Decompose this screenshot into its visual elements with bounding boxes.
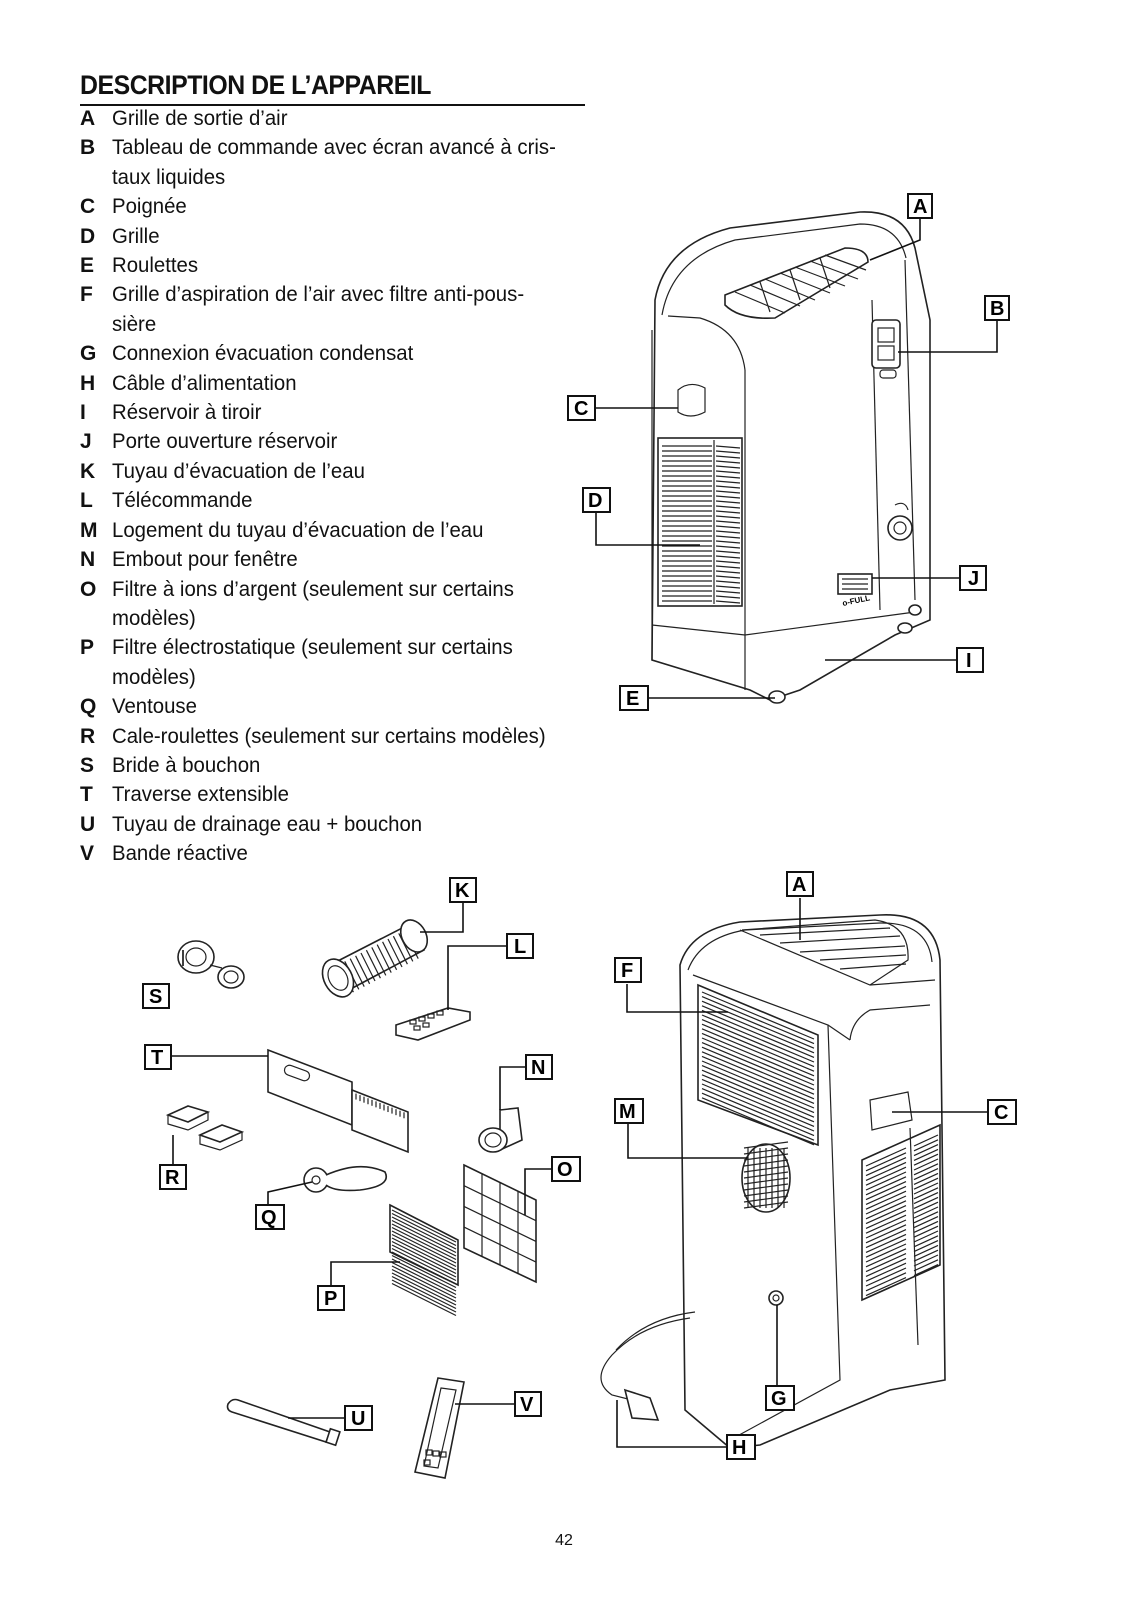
callout-t: T bbox=[144, 1044, 172, 1070]
svg-text:I: I bbox=[966, 650, 972, 672]
svg-text:A: A bbox=[792, 874, 806, 896]
callout-k: K bbox=[449, 877, 477, 903]
svg-text:N: N bbox=[531, 1057, 545, 1079]
page-number: 42 bbox=[555, 1532, 573, 1549]
svg-text:H: H bbox=[732, 1437, 746, 1459]
callout-l: L bbox=[506, 933, 534, 959]
svg-text:D: D bbox=[588, 490, 602, 512]
callout-j-front: J bbox=[959, 565, 987, 591]
front-view-unit: o-FULL bbox=[651, 211, 931, 704]
svg-text:P: P bbox=[324, 1288, 337, 1310]
svg-text:O: O bbox=[557, 1159, 573, 1181]
extensible-bar-illustration bbox=[267, 1048, 409, 1154]
svg-text:L: L bbox=[514, 936, 526, 958]
callout-c-rear: C bbox=[987, 1099, 1017, 1125]
svg-text:E: E bbox=[626, 688, 639, 710]
svg-text:G: G bbox=[771, 1388, 787, 1410]
rear-view-unit bbox=[600, 914, 946, 1449]
callout-v: V bbox=[514, 1391, 542, 1417]
svg-text:U: U bbox=[351, 1408, 365, 1430]
svg-text:M: M bbox=[619, 1101, 636, 1123]
callout-f-rear: F bbox=[614, 957, 642, 983]
callout-s: S bbox=[142, 983, 170, 1009]
front-callouts: A B C D J I E bbox=[567, 193, 1010, 711]
remote-control-illustration bbox=[395, 1007, 471, 1041]
callout-o: O bbox=[551, 1156, 581, 1182]
svg-text:Q: Q bbox=[261, 1207, 277, 1229]
silver-ion-filter-illustration bbox=[463, 1163, 537, 1284]
svg-text:T: T bbox=[151, 1047, 163, 1069]
callout-g-rear: G bbox=[765, 1385, 795, 1411]
svg-text:C: C bbox=[994, 1102, 1008, 1124]
rear-callouts: A F M C G H bbox=[614, 871, 1017, 1460]
svg-text:J: J bbox=[968, 568, 979, 590]
callout-p: P bbox=[317, 1285, 345, 1311]
callout-u: U bbox=[344, 1405, 373, 1431]
callout-q: Q bbox=[255, 1204, 285, 1230]
electrostatic-filter-illustration bbox=[389, 1203, 459, 1317]
wheel-blocks-illustration bbox=[165, 1105, 245, 1151]
callout-b-front: B bbox=[984, 295, 1010, 321]
svg-text:R: R bbox=[165, 1167, 180, 1189]
accessories bbox=[165, 919, 537, 1479]
callout-m-rear: M bbox=[614, 1098, 644, 1124]
page-title: DESCRIPTION DE L’APPAREIL bbox=[80, 70, 585, 106]
suction-cup-illustration bbox=[303, 1165, 387, 1193]
drain-tube-illustration bbox=[226, 1398, 341, 1447]
callout-r: R bbox=[159, 1164, 187, 1190]
callout-h-rear: H bbox=[726, 1434, 756, 1460]
callout-n: N bbox=[525, 1054, 553, 1080]
callout-i-front: I bbox=[956, 647, 984, 673]
callout-e-front: E bbox=[619, 685, 649, 711]
exhaust-hose-illustration bbox=[321, 919, 429, 998]
callout-a-rear: A bbox=[786, 871, 814, 897]
svg-text:F: F bbox=[621, 960, 633, 982]
flange-cap-illustration bbox=[177, 940, 245, 989]
accessory-callouts: K L S T N R O Q P U V bbox=[142, 877, 581, 1431]
reactive-strip-illustration bbox=[414, 1377, 465, 1479]
svg-text:C: C bbox=[574, 398, 588, 420]
window-adapter-illustration bbox=[478, 1107, 523, 1153]
callout-c-front: C bbox=[567, 395, 596, 421]
svg-text:S: S bbox=[149, 986, 162, 1008]
callout-lines bbox=[172, 218, 998, 1448]
callout-a-front: A bbox=[907, 193, 933, 219]
svg-text:A: A bbox=[913, 196, 927, 218]
svg-text:K: K bbox=[455, 880, 470, 902]
svg-text:V: V bbox=[520, 1394, 534, 1416]
callout-d-front: D bbox=[582, 487, 611, 513]
svg-text:B: B bbox=[990, 298, 1004, 320]
